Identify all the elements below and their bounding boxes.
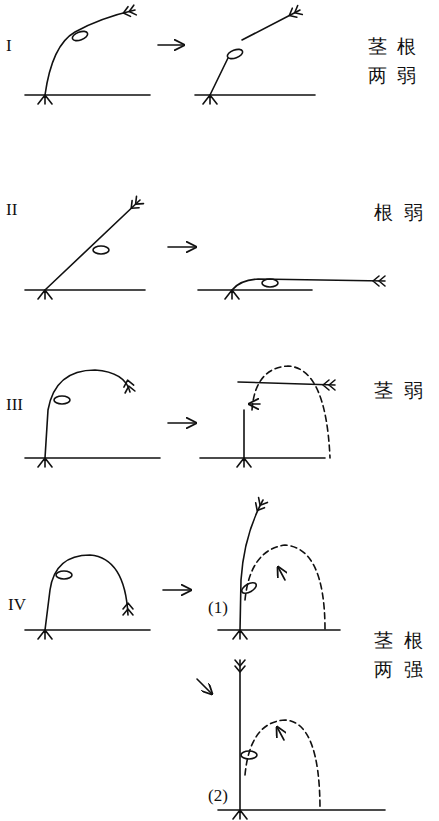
case-number: IV <box>8 595 26 615</box>
sub-case-number: (2) <box>208 786 228 806</box>
condition-note: 茎根两弱 <box>368 32 429 91</box>
condition-note: 茎根两强 <box>374 626 435 685</box>
case-number: II <box>6 200 17 220</box>
condition-note: 根弱 <box>374 198 435 227</box>
case-number: III <box>6 395 23 415</box>
case-number: I <box>6 36 12 56</box>
condition-note: 茎弱 <box>374 376 435 405</box>
sub-case-number: (1) <box>208 598 228 618</box>
